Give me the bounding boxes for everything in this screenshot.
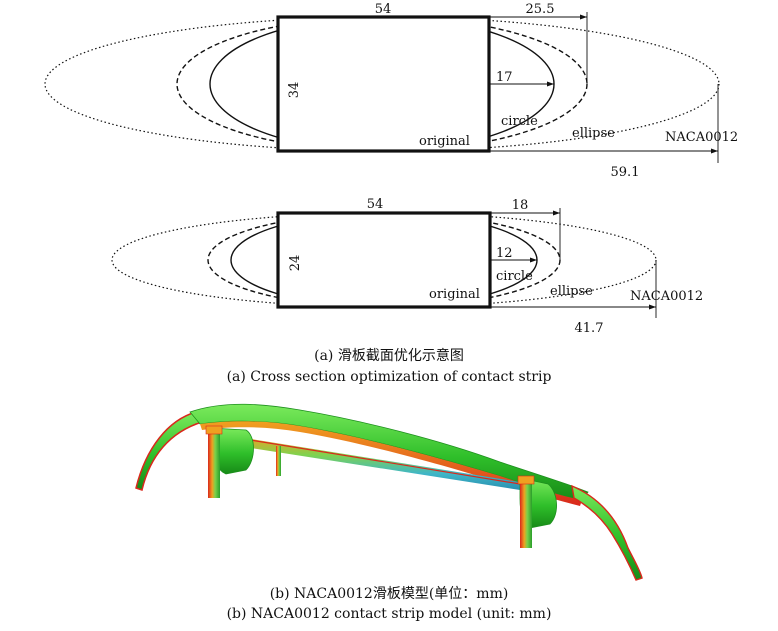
original-label-a: original <box>419 134 470 149</box>
panel-a <box>44 12 720 163</box>
circle-label-a: circle <box>501 114 538 129</box>
naca-length-label-b: 41.7 <box>575 321 604 336</box>
right-post <box>520 476 532 548</box>
panel-b <box>111 208 657 318</box>
caption-b-cn: (b) NACA0012滑板模型(单位：mm) <box>270 585 509 602</box>
left-post-cap <box>205 425 223 435</box>
left-horn <box>135 411 204 491</box>
contact-strip-model <box>135 403 643 581</box>
caption-a-en: (a) Cross section optimization of contac… <box>227 369 552 385</box>
circle-label-b: circle <box>496 269 533 284</box>
right-post-cap <box>517 475 535 485</box>
original-rect-a <box>276 15 491 153</box>
panel-b-labels: 54 24 18 12 41.7 original circle ellipse… <box>288 197 703 336</box>
original-label-b: original <box>429 287 480 302</box>
panel-a-labels: 54 34 25.5 17 59.1 original circle ellip… <box>287 2 738 180</box>
ellipse-ext-label-b: 18 <box>512 198 529 213</box>
height-label-a: 34 <box>287 82 302 99</box>
ellipse-ext-label-a: 25.5 <box>526 2 555 17</box>
ellipse-label-b: ellipse <box>550 284 593 299</box>
ellipse-label-a: ellipse <box>572 126 615 141</box>
naca-length-label-a: 59.1 <box>611 165 640 180</box>
circle-radius-label-b: 12 <box>496 246 513 261</box>
naca-label-a: NACA0012 <box>665 130 738 145</box>
right-horn <box>571 484 643 581</box>
circle-radius-label-a: 17 <box>496 70 513 85</box>
caption-b-en: (b) NACA0012 contact strip model (unit: … <box>227 606 552 622</box>
height-label-b: 24 <box>288 255 303 272</box>
original-rect-b <box>276 211 492 309</box>
cross-bar <box>232 436 520 490</box>
left-post <box>208 426 220 498</box>
width-label-b: 54 <box>367 197 384 212</box>
caption-a-cn: (a) 滑板截面优化示意图 <box>314 347 464 364</box>
naca-label-b: NACA0012 <box>630 289 703 304</box>
middle-hanger <box>276 446 281 476</box>
width-label-a: 54 <box>375 2 392 17</box>
cross-bar-rod <box>237 437 521 485</box>
